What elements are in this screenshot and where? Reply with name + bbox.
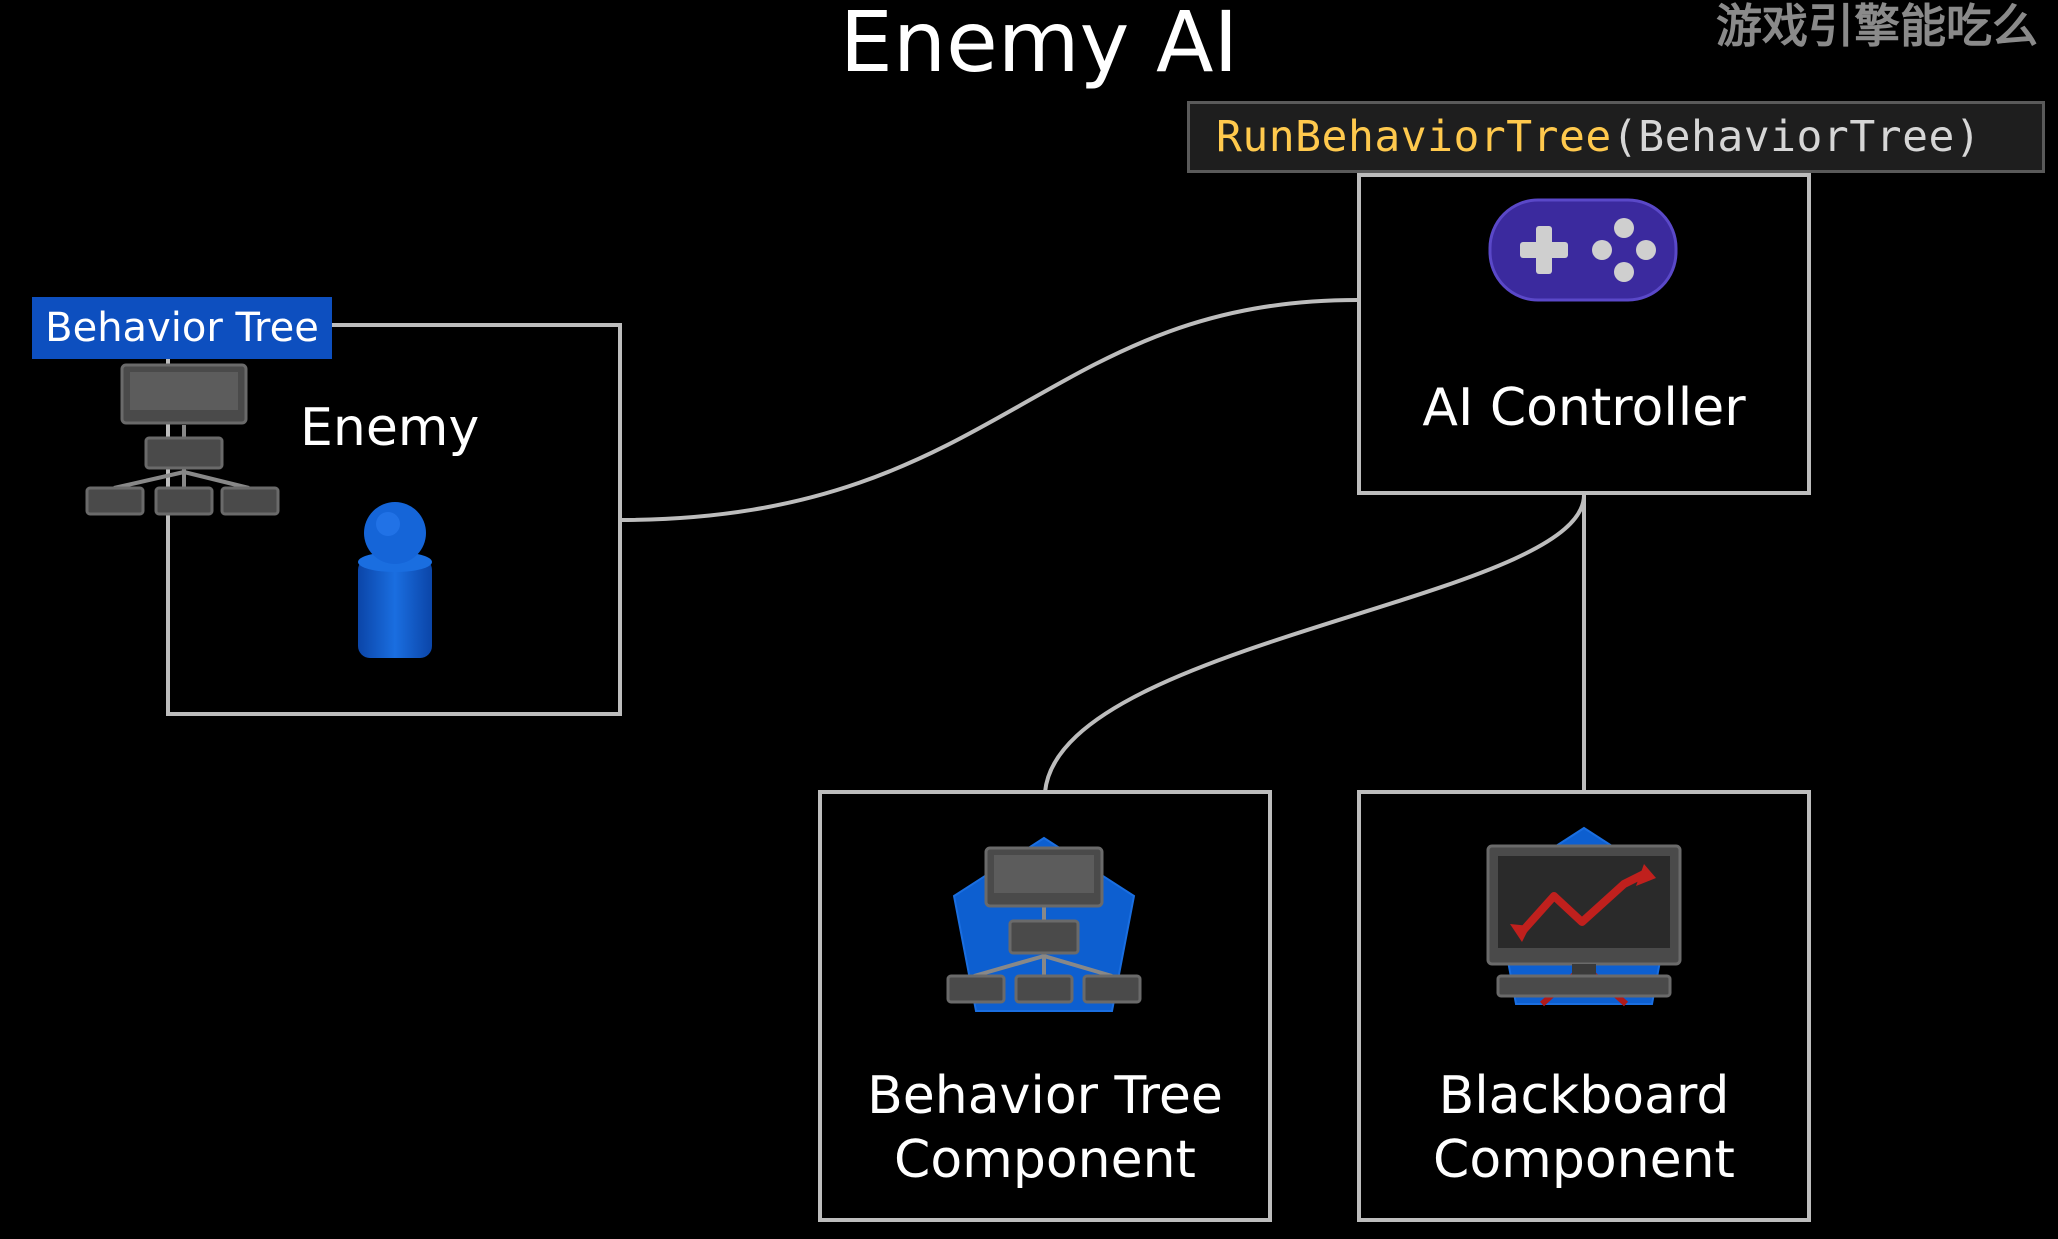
connector-enemy-to-controller	[619, 298, 1358, 522]
enemy-label: Enemy	[300, 398, 480, 458]
enemy-figure-icon	[358, 502, 432, 658]
behavior-tree-component-label-line2: Component	[894, 1130, 1196, 1190]
blackboard-monitor-icon	[1486, 826, 1682, 1007]
behavior-tree-component-label-line1: Behavior Tree	[867, 1066, 1223, 1126]
behavior-tree-component-box	[818, 790, 1272, 1222]
blackboard-component-label-line2: Component	[1433, 1130, 1735, 1190]
code-banner: RunBehaviorTree(BehaviorTree)	[1187, 101, 2045, 173]
code-args: (BehaviorTree)	[1611, 112, 1982, 162]
behavior-tree-icon	[85, 363, 280, 516]
behavior-tree-tag: Behavior Tree	[32, 297, 332, 359]
blackboard-component-label-line1: Blackboard	[1438, 1066, 1730, 1126]
enemy-box	[166, 323, 622, 716]
code-function: RunBehaviorTree	[1216, 112, 1612, 162]
behavior-tree-component-icon	[946, 836, 1142, 1012]
gamepad-icon	[1488, 198, 1678, 302]
connector-controller-to-bt-component	[1043, 494, 1586, 793]
ai-controller-label: AI Controller	[1422, 378, 1746, 438]
page-title: Enemy AI	[839, 0, 1239, 91]
blackboard-component-box	[1357, 790, 1811, 1222]
watermark: 游戏引擎能吃么	[1716, 0, 2038, 52]
ai-controller-box	[1357, 173, 1811, 495]
